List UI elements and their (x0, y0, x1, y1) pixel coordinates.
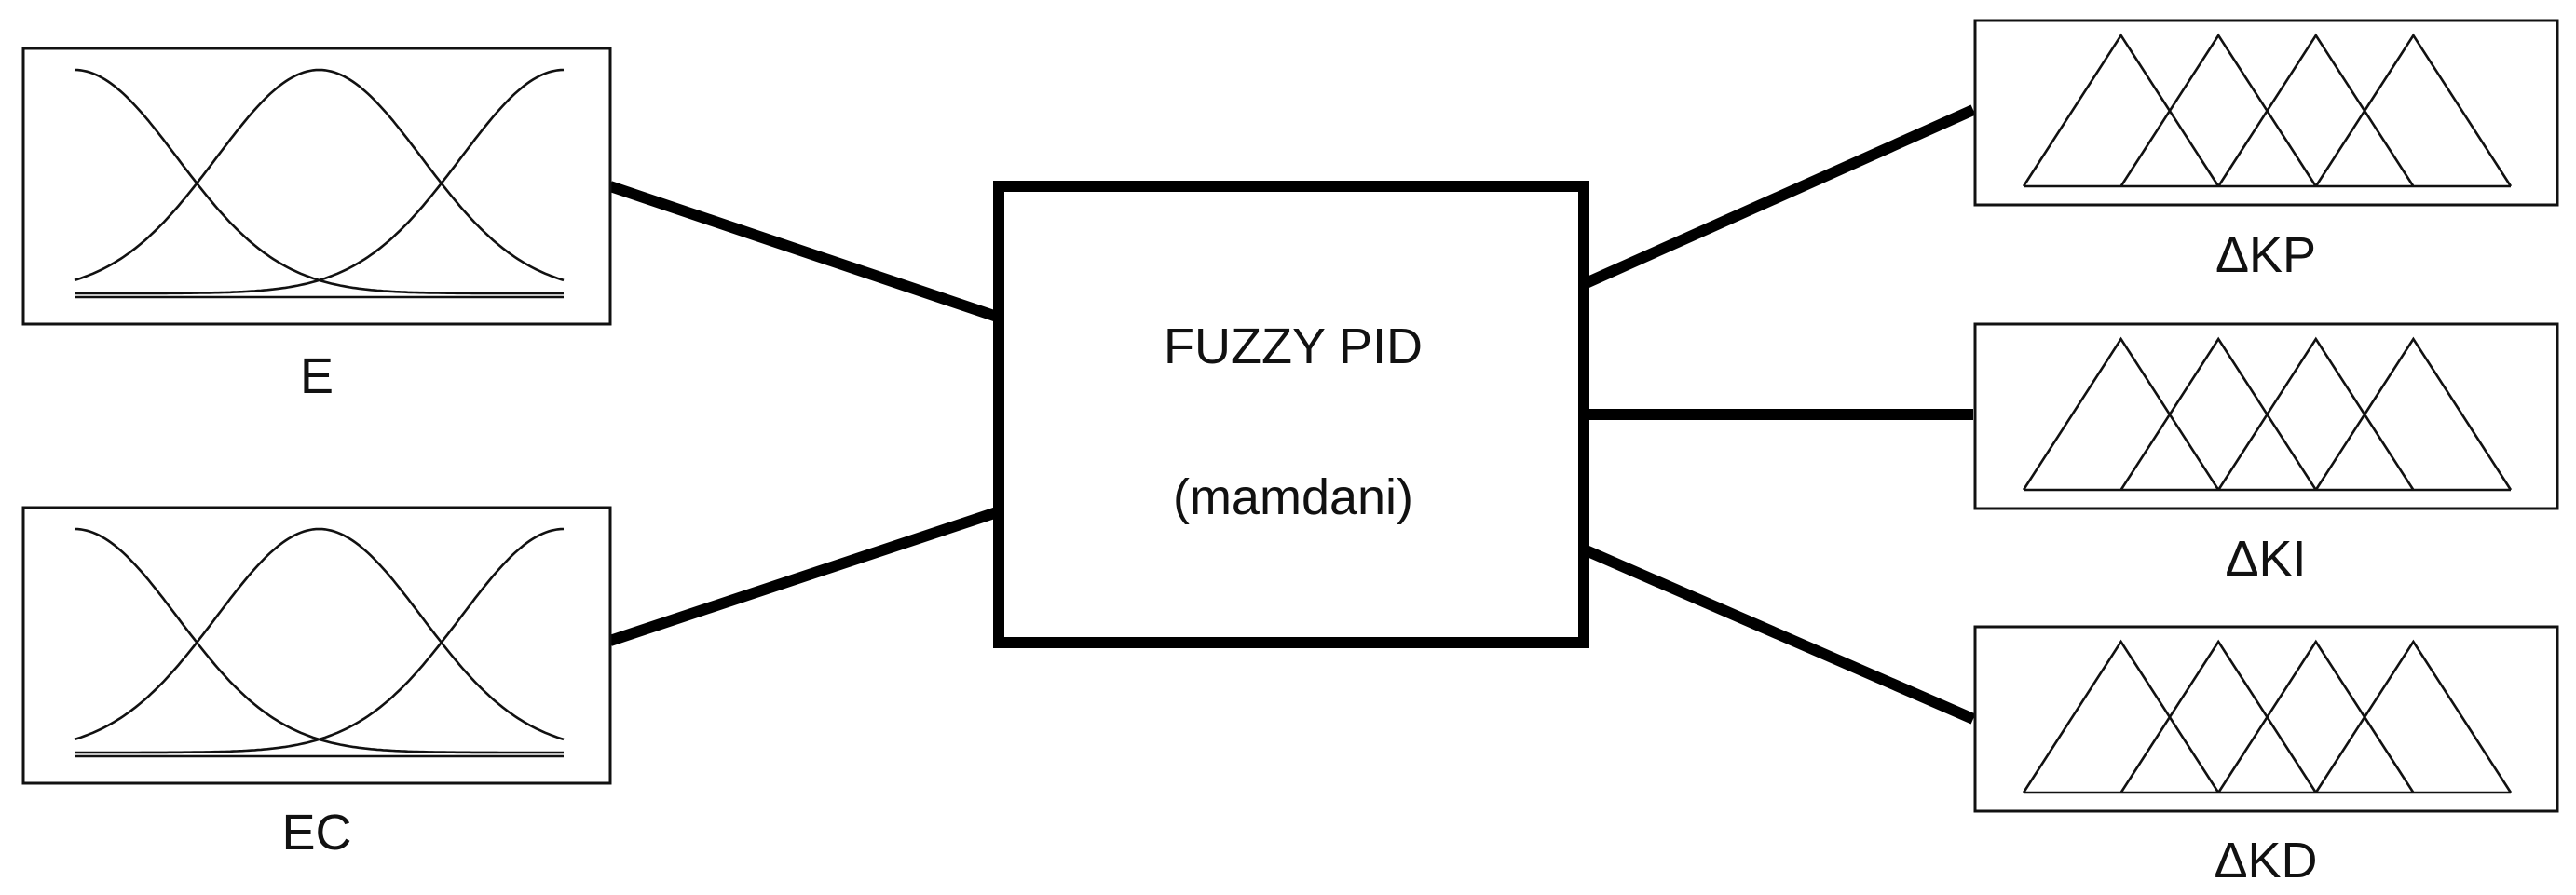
output-dki-label: ΔKI (2225, 531, 2306, 587)
link-ec-to-controller (608, 507, 999, 646)
output-dkd-label: ΔKD (2214, 833, 2317, 888)
input-e-block: E (21, 47, 612, 404)
controller-box (993, 181, 1589, 648)
output-dkp-label: ΔKP (2215, 227, 2316, 283)
output-dki-block: ΔKI (1973, 322, 2559, 587)
link-controller-to-dkp (1581, 104, 1976, 290)
output-dkp-membership-triangles (2022, 33, 2513, 188)
input-ec-block: EC (21, 506, 612, 861)
controller-block: FUZZY PID (mamdani) (993, 181, 1589, 648)
link-e-to-controller (608, 181, 999, 322)
output-dkp-block: ΔKP (1973, 19, 2559, 283)
input-e-membership-curves (74, 68, 565, 299)
input-ec-label: EC (281, 805, 351, 861)
output-dki-membership-triangles (2022, 336, 2513, 492)
input-e-frame (21, 47, 612, 326)
input-ec-membership-curves (74, 527, 565, 758)
controller-title: FUZZY PID (1164, 319, 1423, 374)
input-e-label: E (300, 348, 334, 404)
output-dkd-membership-triangles (2022, 639, 2513, 794)
input-ec-frame (21, 506, 612, 785)
link-controller-to-dkd (1581, 544, 1976, 725)
controller-subtitle: (mamdani) (1173, 469, 1413, 525)
output-dkd-block: ΔKD (1973, 625, 2559, 888)
